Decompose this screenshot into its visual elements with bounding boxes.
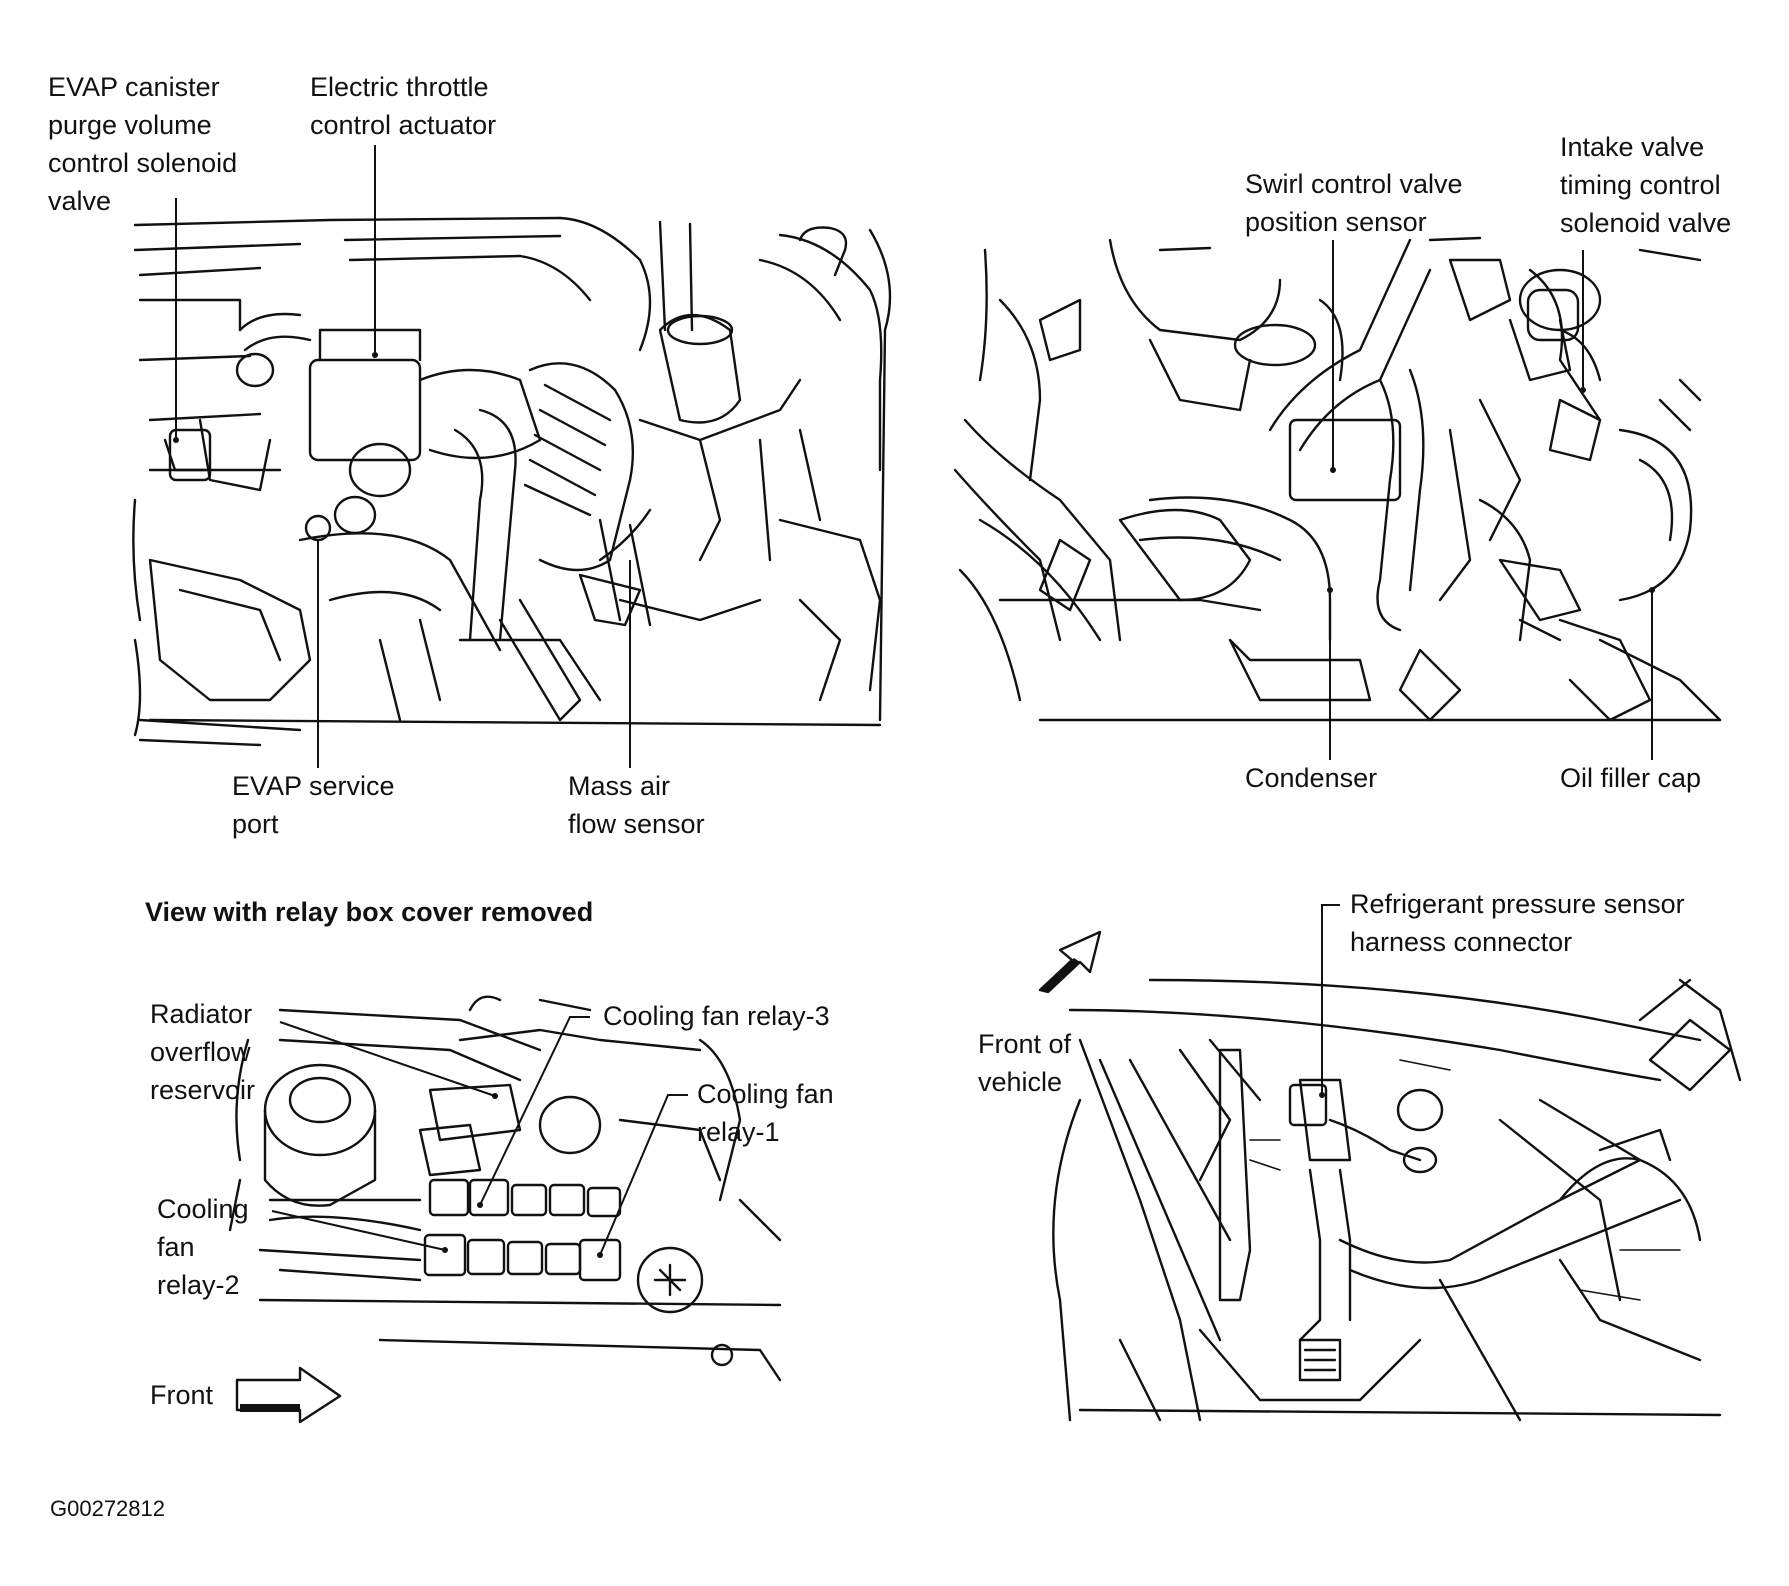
- figure-code: G00272812: [50, 1496, 165, 1521]
- label-radiator-reservoir: Radiator overflow reservoir: [150, 999, 256, 1105]
- label-condenser: Condenser: [1245, 763, 1378, 793]
- label-throttle-actuator: Electric throttle control actuator: [310, 72, 497, 140]
- label-intake-timing-valve: Intake valve timing control solenoid val…: [1560, 132, 1732, 238]
- relay-box-heading: View with relay box cover removed: [145, 897, 594, 927]
- label-relay-3: Cooling fan relay-3: [603, 1001, 830, 1031]
- engine-left-illustration: [132, 216, 892, 747]
- refrigerant-illustration: [1052, 978, 1742, 1422]
- front-arrow-icon: [235, 1366, 342, 1424]
- label-evap-purge-valve: EVAP canister purge volume control solen…: [48, 72, 238, 216]
- relay-box-illustration: [228, 995, 782, 1382]
- label-relay-2: Cooling fan relay-2: [157, 1194, 249, 1300]
- leader-lines: [173, 145, 1655, 1258]
- front-of-vehicle-arrow-icon: [1038, 930, 1102, 994]
- label-evap-service-port: EVAP service port: [232, 771, 395, 839]
- label-oil-filler-cap: Oil filler cap: [1560, 763, 1702, 793]
- label-swirl-sensor: Swirl control valve position sensor: [1245, 169, 1463, 237]
- label-refrigerant-sensor: Refrigerant pressure sensor harness conn…: [1350, 889, 1685, 957]
- label-maf-sensor: Mass air flow sensor: [568, 771, 705, 839]
- engine-right-illustration: [953, 236, 1722, 722]
- label-front: Front: [150, 1380, 214, 1410]
- label-front-of-vehicle: Front of vehicle: [978, 1029, 1072, 1097]
- label-relay-1: Cooling fan relay-1: [697, 1079, 834, 1147]
